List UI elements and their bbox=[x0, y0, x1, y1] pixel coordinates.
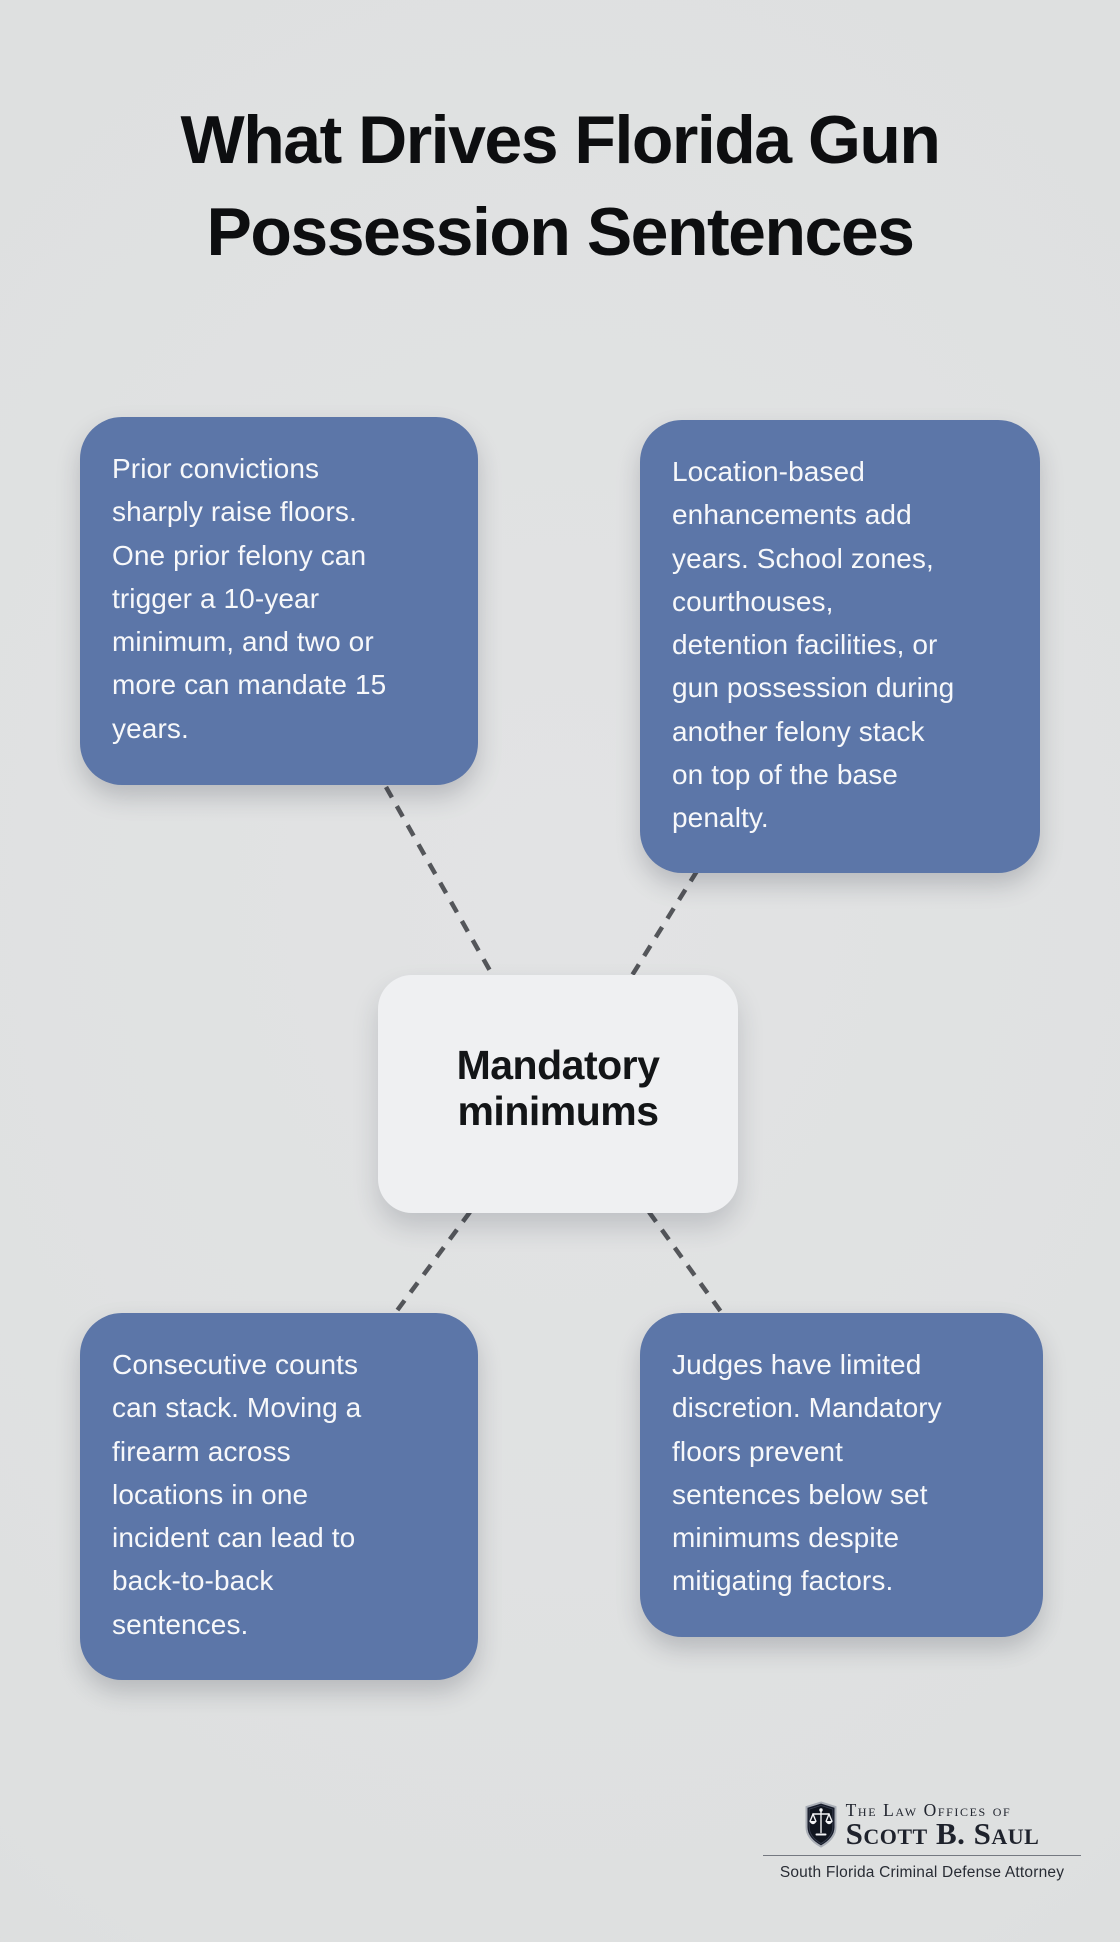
law-firm-name: The Law Offices of Scott B. Saul bbox=[845, 1800, 1040, 1851]
center-node-mandatory-minimums: Mandatory minimums bbox=[378, 975, 738, 1213]
law-firm-logo: The Law Offices of Scott B. Saul South F… bbox=[763, 1801, 1081, 1882]
card-judicial-discretion-text: Judges have limited discretion. Mandator… bbox=[672, 1349, 942, 1597]
scales-of-justice-shield-icon bbox=[805, 1801, 837, 1848]
card-location-enhancements: Location-based enhancements add years. S… bbox=[640, 420, 1040, 873]
connector-center-to-top-right bbox=[629, 869, 699, 979]
law-firm-logo-row: The Law Offices of Scott B. Saul bbox=[763, 1800, 1081, 1851]
law-firm-tagline: South Florida Criminal Defense Attorney bbox=[779, 1864, 1065, 1881]
card-judicial-discretion: Judges have limited discretion. Mandator… bbox=[640, 1313, 1043, 1637]
center-node-label: Mandatory minimums bbox=[456, 1042, 660, 1134]
card-consecutive-counts-text: Consecutive counts can stack. Moving a f… bbox=[112, 1349, 362, 1640]
page-title: What Drives Florida Gun Possession Sente… bbox=[180, 102, 941, 270]
card-consecutive-counts: Consecutive counts can stack. Moving a f… bbox=[80, 1313, 478, 1680]
card-location-enhancements-text: Location-based enhancements add years. S… bbox=[672, 456, 955, 834]
law-firm-name-line1: The Law Offices of bbox=[845, 1800, 1012, 1820]
logo-divider bbox=[763, 1855, 1081, 1856]
card-prior-convictions: Prior convictions sharply raise floors. … bbox=[80, 417, 478, 785]
card-prior-convictions-text: Prior convictions sharply raise floors. … bbox=[112, 453, 387, 744]
connector-center-to-bottom-left bbox=[394, 1210, 472, 1314]
connector-center-to-top-left bbox=[384, 785, 495, 978]
law-firm-name-line2: Scott B. Saul bbox=[845, 1816, 1040, 1851]
connector-center-to-bottom-right bbox=[647, 1210, 726, 1318]
